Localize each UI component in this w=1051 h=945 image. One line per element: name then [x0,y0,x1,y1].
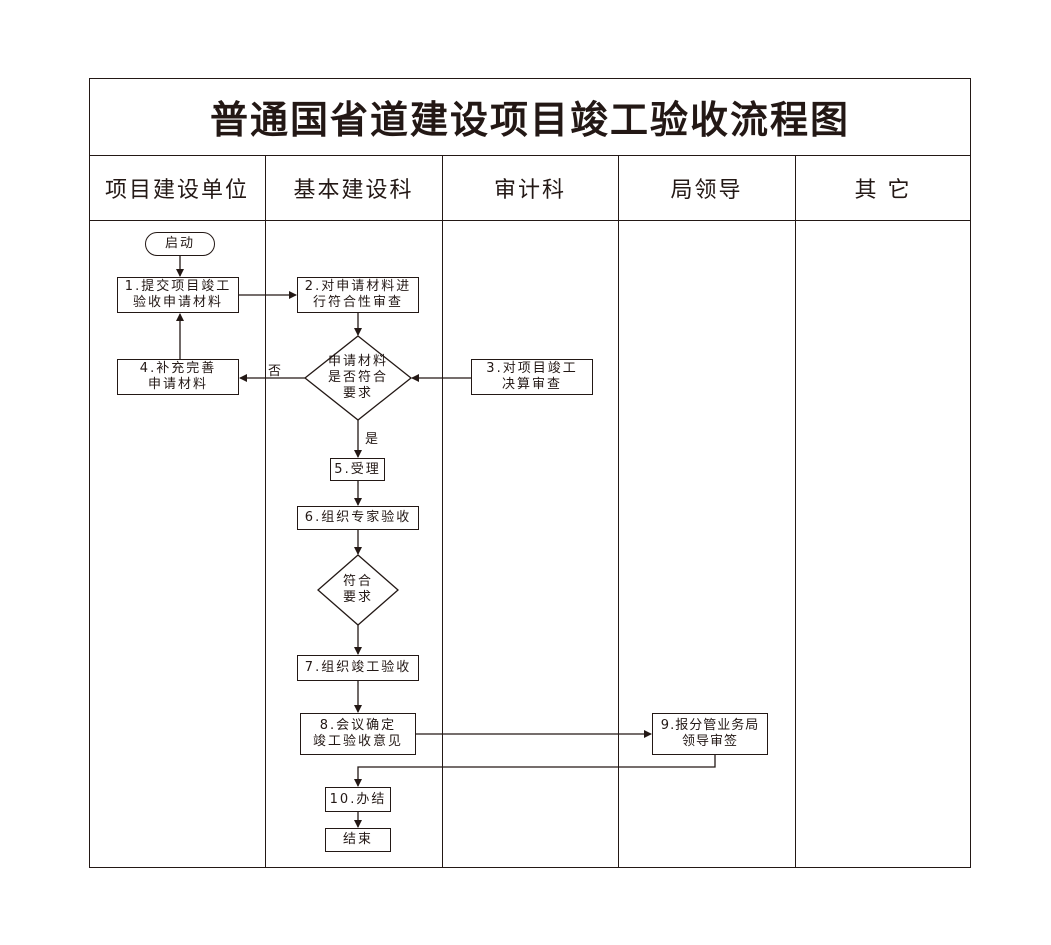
lane-header-capital-construction: 基本建设科 [293,178,414,203]
lane-divider [618,155,619,868]
lane-divider [795,155,796,868]
step-9-leader-signoff: 9.报分管业务局 领导审签 [652,713,768,755]
arrow [354,755,716,787]
step-2-compliance-review: 2.对申请材料进 行符合性审查 [297,277,419,313]
lane-divider [265,155,266,868]
decision-1-text: 申请材料 是否符合 要求 [327,354,388,401]
start-node: 启动 [145,232,215,256]
lane-header-audit: 审计科 [493,178,566,203]
no-label: 否 [268,364,282,379]
step-10-conclude: 10.办结 [325,787,391,812]
yes-label: 是 [365,432,379,447]
step-4-supplement-materials: 4.补充完善 申请材料 [117,359,239,395]
lane-header-construction-unit: 项目建设单位 [104,178,249,203]
step-6-expert-acceptance: 6.组织专家验收 [297,506,419,530]
divider [89,220,971,221]
lane-header-other: 其 它 [854,178,912,203]
outer-frame [89,78,971,868]
end-node: 结束 [325,828,391,852]
lane-header-bureau-leaders: 局领导 [670,178,743,203]
divider [89,155,971,156]
page-title: 普通国省道建设项目竣工验收流程图 [209,97,850,142]
step-1-submit-materials: 1.提交项目竣工 验收申请材料 [117,277,239,313]
step-5-accept: 5.受理 [330,458,385,481]
decision-2-text: 符合 要求 [342,574,373,605]
lane-divider [442,155,443,868]
step-3-final-accounts-audit: 3.对项目竣工 决算审查 [471,359,593,395]
step-7-completion-acceptance: 7.组织竣工验收 [297,655,419,681]
step-8-meeting-opinion: 8.会议确定 竣工验收意见 [300,713,416,755]
